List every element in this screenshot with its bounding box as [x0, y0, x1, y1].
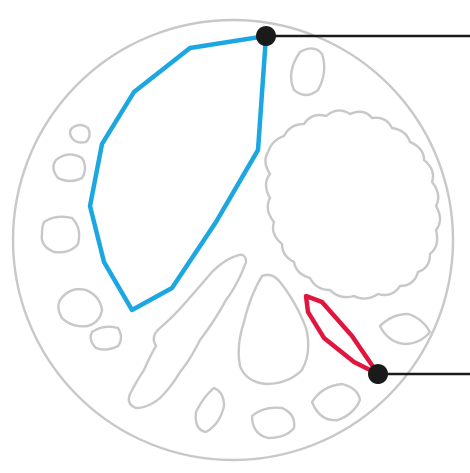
- pointer-red-dot: [368, 364, 388, 384]
- pore-bottom-2: [252, 408, 294, 438]
- pointer-red: [368, 364, 470, 384]
- pore-left-3: [42, 217, 79, 253]
- pore-left-1: [70, 125, 90, 143]
- pore-left-5: [91, 327, 121, 350]
- pointer-blue-dot: [256, 26, 276, 46]
- pore-left-4: [58, 289, 102, 326]
- pore-left-2: [53, 154, 85, 181]
